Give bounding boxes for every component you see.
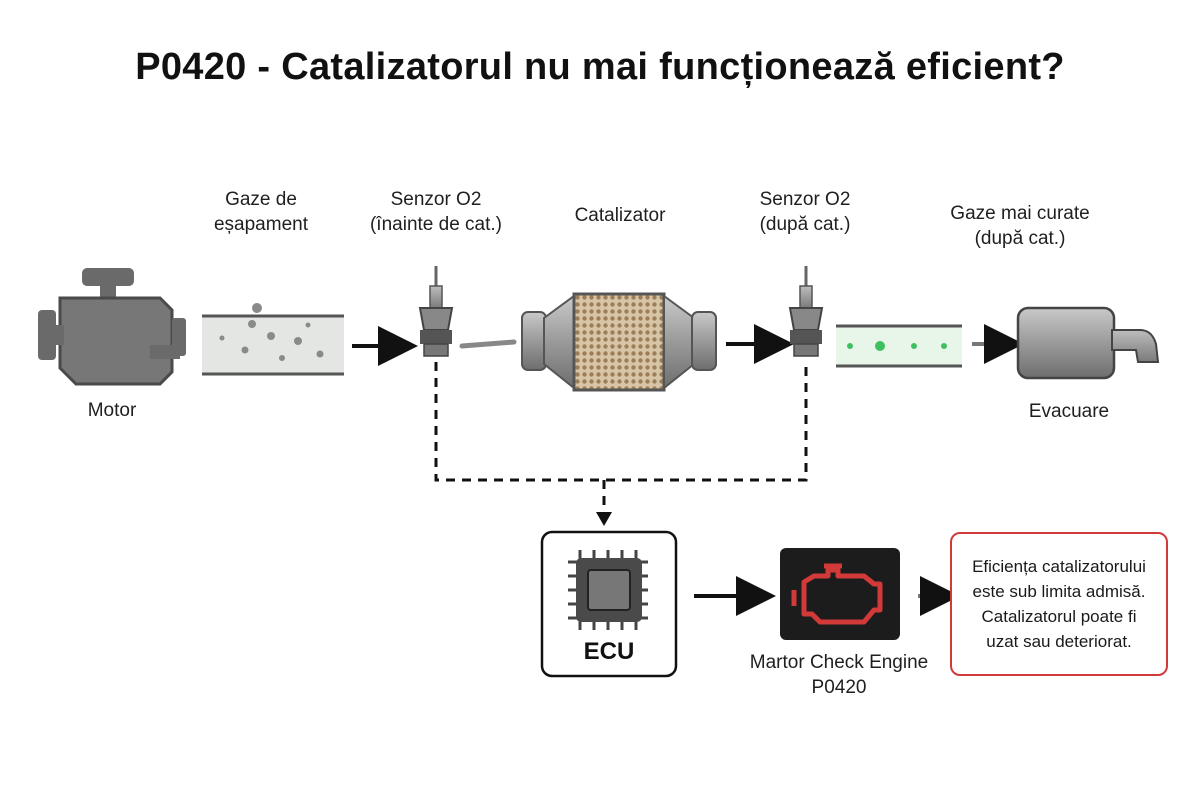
cleaner-gas-label-line2: (după cat.) <box>974 228 1066 249</box>
engine-icon <box>38 268 186 386</box>
motor-label: Motor <box>87 400 137 421</box>
exhaust-gas-label-line1: Gaze de <box>225 189 297 210</box>
exhaust-gas-label: Gaze de eșapament <box>186 187 336 237</box>
check-engine-icon <box>780 548 900 640</box>
o2-before-label-line2: (înainte de cat.) <box>369 214 503 235</box>
o2-after-label: Senzor O2 (după cat.) <box>730 187 880 237</box>
muffler-icon <box>1016 306 1160 380</box>
check-engine-label: Martor Check Engine P0420 <box>734 650 944 700</box>
o2-after-label-line2: (după cat.) <box>759 214 851 235</box>
o2-sensor-icon <box>418 266 454 357</box>
exhaust-gas-label-line2: eșapament <box>213 214 308 235</box>
o2-sensor-icon <box>788 266 824 357</box>
warning-note: Eficiența catalizatorului este sub limit… <box>950 532 1168 676</box>
warning-note-line4: uzat sau deteriorat. <box>986 632 1132 651</box>
flow-arrow <box>459 339 517 349</box>
warning-note-line1: Eficiența catalizatorului <box>972 557 1146 576</box>
ecu-label: ECU <box>583 638 635 665</box>
o2-before-label-line1: Senzor O2 <box>390 189 482 210</box>
check-engine-label-line2: P0420 <box>811 677 867 698</box>
check-engine-label-line1: Martor Check Engine <box>749 652 929 673</box>
catalytic-converter-icon <box>521 292 717 392</box>
exhaust-gas-pipe <box>202 303 344 376</box>
o2-before-label: Senzor O2 (înainte de cat.) <box>356 187 516 237</box>
catalyst-label: Catalizator <box>574 205 666 226</box>
warning-note-line3: Catalizatorul poate fi <box>981 607 1137 626</box>
cleaner-gas-label-line1: Gaze mai curate <box>950 203 1090 224</box>
warning-note-line2: este sub limita admisă. <box>972 582 1146 601</box>
evacuare-label: Evacuare <box>1028 401 1110 422</box>
ecu-box <box>540 530 678 678</box>
sensor-signal-lines <box>434 362 808 512</box>
signal-arrowhead <box>596 512 612 526</box>
o2-after-label-line1: Senzor O2 <box>759 189 851 210</box>
cleaner-gas-label: Gaze mai curate (după cat.) <box>935 201 1105 251</box>
clean-gas-pipe <box>836 324 962 368</box>
page-title: P0420 - Catalizatorul nu mai funcționeaz… <box>135 46 1065 88</box>
chip-icon <box>568 550 648 630</box>
